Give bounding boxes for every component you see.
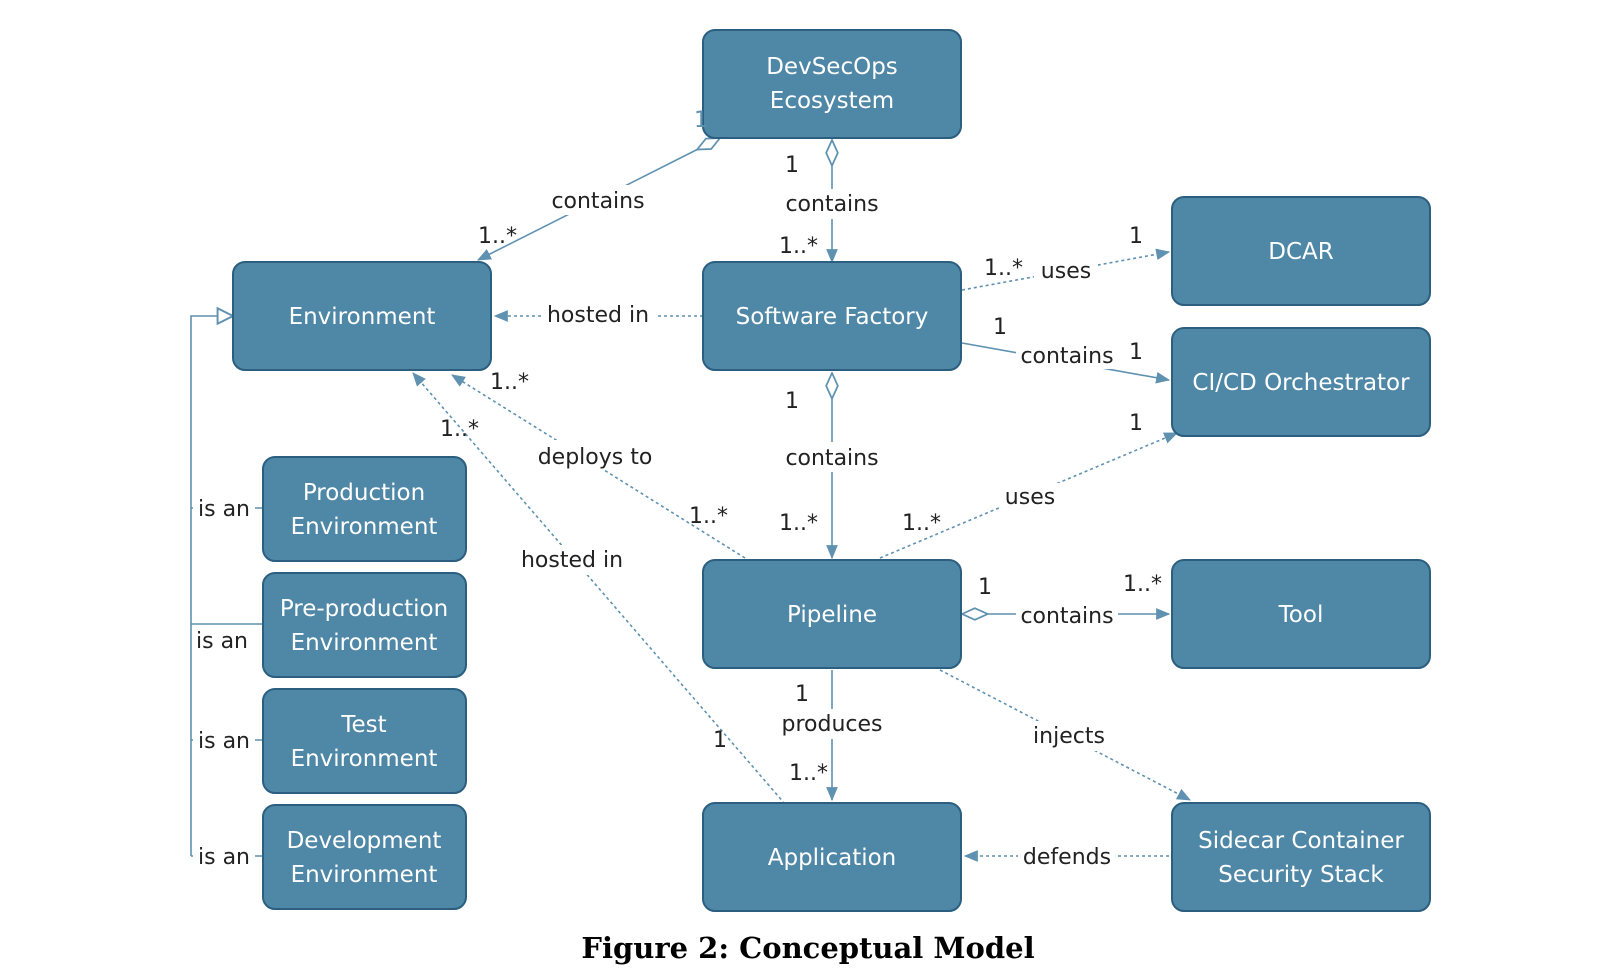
edge-label-pipe-app: produces [782,712,883,737]
edge-label-isa-test: is an [198,729,250,754]
multiplicity-pipe-tool-source: 1 [978,575,992,600]
node-production-environment: Production Environment [262,456,467,562]
multiplicity-sf-pipe-target: 1..* [779,511,818,536]
node-preproduction-environment: Pre-production Environment [262,572,467,678]
multiplicity-sf-cicd-target: 1 [1129,340,1143,365]
node-label-line: Environment [291,862,438,888]
node-label-line: Environment [291,514,438,540]
node-label-line: Test [340,712,386,738]
multiplicity-pipe-tool-target: 1..* [1123,572,1162,597]
edge-label-pipe-cicd: uses [1005,485,1055,510]
edge-label-sf-env: hosted in [547,303,649,328]
multiplicity-eco-env-target: 1..* [478,224,517,249]
node-label-line: Pipeline [787,602,877,628]
edge-label-sf-dcar: uses [1041,259,1091,284]
node-label-line: Environment [291,746,438,772]
node-label-line: Application [768,845,897,871]
multiplicity-eco-sf-target: 1..* [779,234,818,259]
edge-label-app-env: hosted in [521,548,623,573]
node-label-line: Pre-production [280,596,448,622]
node-label-line: Sidecar Container [1198,828,1404,854]
node-label-line: Ecosystem [770,88,894,114]
label-backgrounds [193,185,1118,871]
node-label-line: DevSecOps [766,54,898,80]
edge-labels: contains 1 1..* contains 1 1..* hosted i… [196,108,1162,870]
node-environment: Environment [232,261,492,371]
nodes: DevSecOps Ecosystem Environment Software… [232,29,1431,912]
node-label-line: Development [287,828,442,854]
node-label-line: Security Stack [1218,862,1384,888]
edge-label-eco-env: contains [551,189,644,214]
multiplicity-sf-dcar-target: 1 [1129,224,1143,249]
multiplicity-pipe-app-source: 1 [795,682,809,707]
multiplicity-sf-cicd-source: 1 [993,315,1007,340]
multiplicity-pipe-cicd-source: 1..* [902,511,941,536]
edge-label-sf-pipe: contains [785,446,878,471]
edge-label-pipe-env: deploys to [538,445,653,470]
node-label-line: Software Factory [736,304,929,330]
multiplicity-sf-dcar-source: 1..* [984,256,1023,281]
node-label-line: Environment [291,630,438,656]
edge-label-isa-development: is an [198,845,250,870]
multiplicity-pipe-env-source: 1..* [689,504,728,529]
edge-label-pipe-sidecar: injects [1033,724,1105,749]
figure-caption: Figure 2: Conceptual Model [581,931,1034,965]
node-application: Application [702,802,962,912]
node-development-environment: Development Environment [262,804,467,910]
multiplicity-eco-sf-source: 1 [785,153,799,178]
multiplicity-sf-pipe-source: 1 [785,389,799,414]
node-dcar: DCAR [1171,196,1431,306]
node-label-line: Environment [289,304,436,330]
node-label-line: CI/CD Orchestrator [1192,370,1410,396]
edge-label-sidecar-app: defends [1023,845,1111,870]
multiplicity-pipe-env-target: 1..* [490,370,529,395]
multiplicity-app-env-target: 1..* [440,417,479,442]
node-tool: Tool [1171,559,1431,669]
edge-app-env [412,372,786,805]
multiplicity-pipe-cicd-target: 1 [1129,411,1143,436]
node-label-line: DCAR [1268,239,1334,265]
edge-label-isa-production: is an [198,497,250,522]
node-test-environment: Test Environment [262,688,467,794]
node-label-line: Production [303,480,425,506]
node-devsecops-ecosystem: DevSecOps Ecosystem [702,29,962,139]
edge-label-pipe-tool: contains [1020,604,1113,629]
node-cicd-orchestrator: CI/CD Orchestrator [1171,327,1431,437]
edge-sf-dcar [961,248,1171,291]
multiplicity-pipe-app-target: 1..* [789,761,828,786]
node-sidecar-security-stack: Sidecar Container Security Stack [1171,802,1431,912]
edge-label-sf-cicd: contains [1020,344,1113,369]
edge-label-eco-sf: contains [785,192,878,217]
multiplicity-eco-env-source: 1 [694,108,708,133]
node-label-line: Tool [1278,602,1324,628]
multiplicity-app-env-source: 1 [713,728,727,753]
node-pipeline: Pipeline [702,559,962,669]
edge-generalization-trunk [190,316,233,856]
edge-label-isa-preproduction: is an [196,629,248,654]
node-software-factory: Software Factory [702,261,962,371]
